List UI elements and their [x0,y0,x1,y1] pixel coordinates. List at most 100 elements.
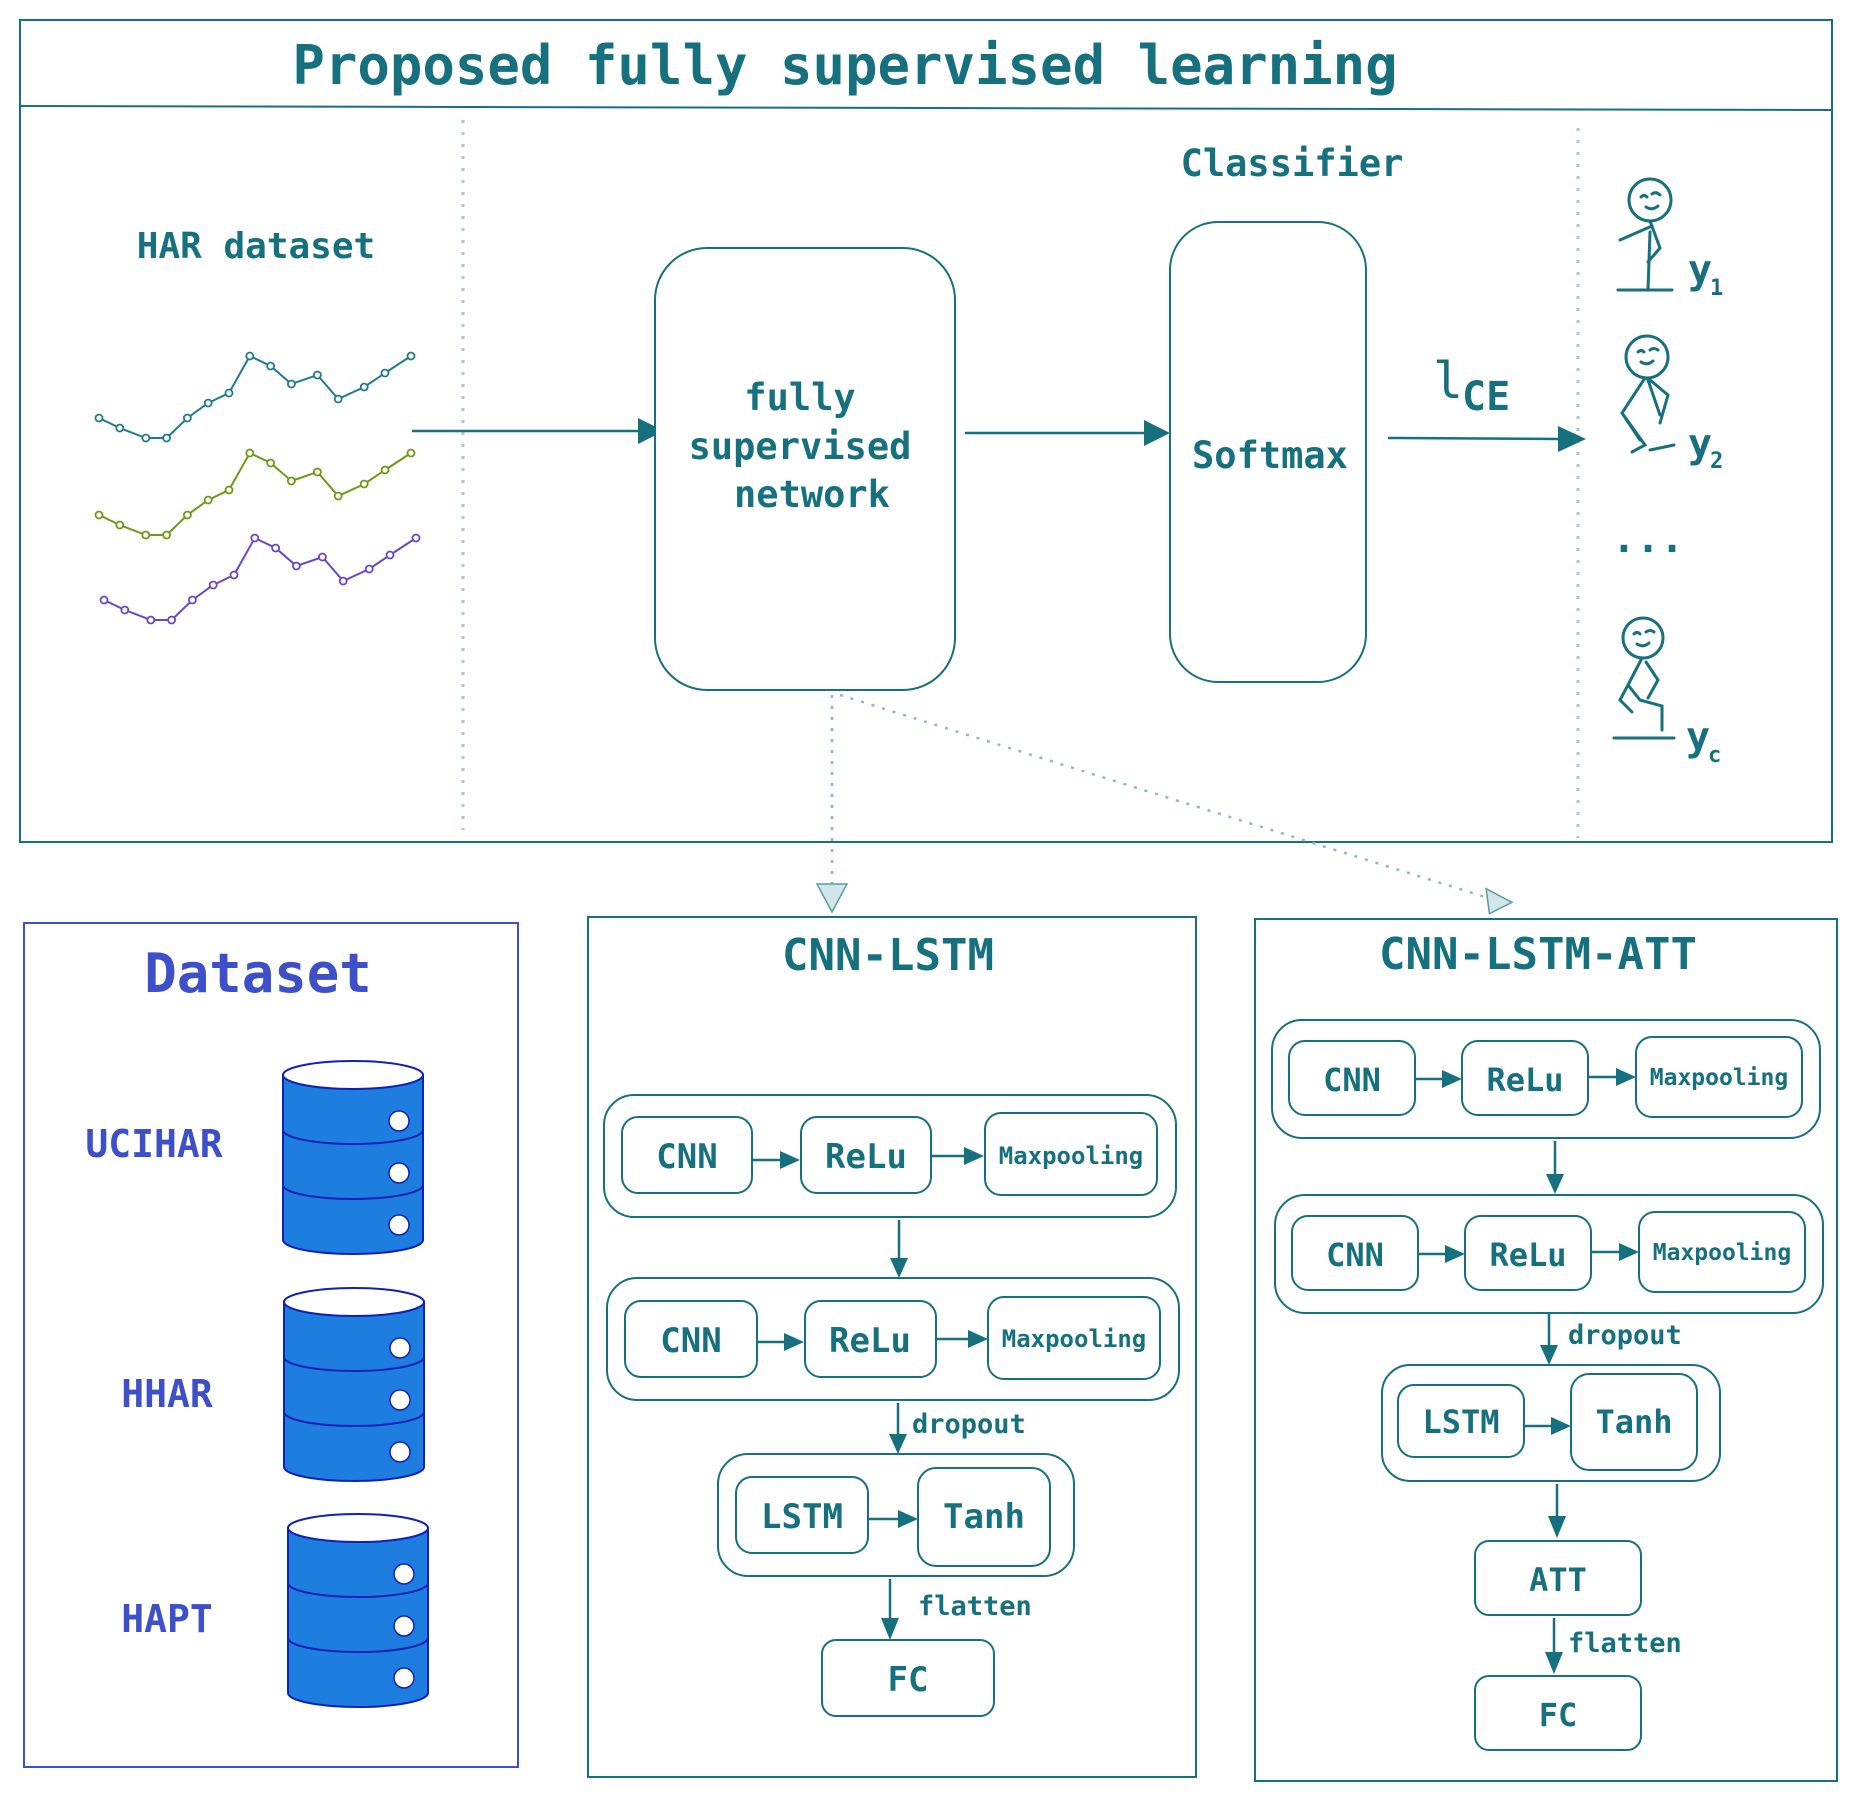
dataset-panel: Dataset UCIHAR HHAR HAPT [23,922,519,1768]
fully-supervised-network-box [654,247,956,691]
cylinder-indicator [393,1563,415,1585]
cylinder-indicator [393,1615,415,1637]
time-series-point [338,576,348,586]
network-label-line-2: supervised [689,425,912,468]
output-y2-subscript: 2 [1710,449,1723,474]
lstm-label: LSTM [761,1497,843,1537]
cylinder-indicator [388,1214,410,1236]
time-series-point [167,615,177,625]
time-series-point [99,595,109,605]
arrow-head [1545,1652,1563,1674]
time-series-point [266,458,276,468]
arrow-head [889,1434,907,1454]
cnn-lstm-title: CNN-LSTM [782,930,994,981]
time-series-point [94,510,104,520]
har-dataset-label: HAR dataset [137,226,375,267]
cnn-label: CNN [1326,1236,1384,1274]
database-ucihar-icon [282,1060,424,1255]
cnn-box [1288,1040,1416,1116]
arrow-head [1548,1516,1566,1538]
fc-label: FC [1539,1696,1578,1734]
relu-box [1461,1040,1589,1116]
arrow-head [890,1258,908,1278]
cylinder-body [283,1301,425,1482]
cnn-lstm-att-panel: CNN-LSTM-ATT CNN ReLu Maxpooling CNN ReL… [1254,918,1838,1782]
time-series-point [146,615,156,625]
time-series-point [359,479,369,489]
time-series-point [141,433,151,443]
time-series-point [224,388,234,398]
time-series-point [182,413,192,423]
cnn-lstm-att-title: CNN-LSTM-ATT [1379,929,1697,980]
cnn-label: CNN [1323,1061,1381,1099]
output-y1-symbol: y [1688,247,1712,293]
time-series-sketches [94,351,421,625]
activity-figure-2-icon [1620,334,1676,454]
cnn-label: CNN [660,1321,721,1361]
time-series-line [98,451,412,536]
time-series-point [411,533,421,543]
tanh-label: Tanh [943,1497,1025,1537]
time-series-point [224,485,234,495]
time-series-point [364,564,374,574]
title-divider [19,105,1833,111]
time-series-point [245,448,255,458]
dropout-label: dropout [1568,1320,1682,1351]
arrow-head [964,1147,984,1165]
maxpooling-label: Maxpooling [1002,1325,1147,1353]
time-series-point [203,398,213,408]
time-series-line [103,536,417,621]
flatten-label: flatten [918,1591,1032,1622]
arrow-head [1551,1417,1571,1435]
relu-label: ReLu [1486,1061,1563,1099]
time-series-point [286,476,296,486]
fc-box [821,1639,995,1717]
cylinder-band [287,1582,429,1598]
lstm-block [1381,1364,1721,1482]
network-label-line-3: network [734,473,890,516]
dataset-hhar-label: HHAR [121,1372,213,1416]
cylinder-indicator [389,1441,411,1463]
time-series-point [385,550,395,560]
time-series-point [245,351,255,361]
lstm-box [735,1476,869,1554]
arrow-head [780,1151,800,1169]
arrow-head [1445,1245,1465,1263]
cylinder-indicator [393,1667,415,1689]
output-y2-symbol: y [1688,421,1712,467]
cylinder-top [283,1287,425,1317]
dataset-panel-title: Dataset [144,942,372,1005]
output-ellipsis: ... [1612,516,1684,562]
output-yc-symbol: y [1686,714,1710,760]
tanh-label: Tanh [1595,1403,1672,1441]
conv-block-2 [1274,1194,1824,1314]
cylinder-indicator [389,1337,411,1359]
dataset-hapt-label: HAPT [121,1597,213,1641]
arrow-head [638,418,664,444]
time-series-point [317,552,327,562]
time-series-point [359,382,369,392]
database-hhar-icon [283,1287,425,1482]
time-series-point [187,595,197,605]
dropout-label: dropout [912,1409,1026,1440]
softmax-label: Softmax [1192,434,1348,477]
loss-symbol: l [1433,352,1463,410]
relu-label: ReLu [825,1137,907,1177]
relu-label: ReLu [1489,1236,1566,1274]
connector-head [815,883,849,914]
loss-subscript: CE [1462,374,1510,420]
time-series-point [182,510,192,520]
cylinder-body [287,1527,429,1708]
tanh-box [917,1467,1051,1567]
att-box [1474,1540,1642,1616]
time-series-point [291,561,301,571]
time-series-point [333,394,343,404]
time-series-line [98,354,412,439]
arrow-head [881,1618,899,1640]
arrow-head [1540,1345,1558,1365]
dataset-panel-frame [23,922,519,1768]
cnn-lstm-att-panel-frame [1254,918,1838,1782]
cnn-box [621,1116,753,1194]
cylinder-band [282,1184,424,1200]
